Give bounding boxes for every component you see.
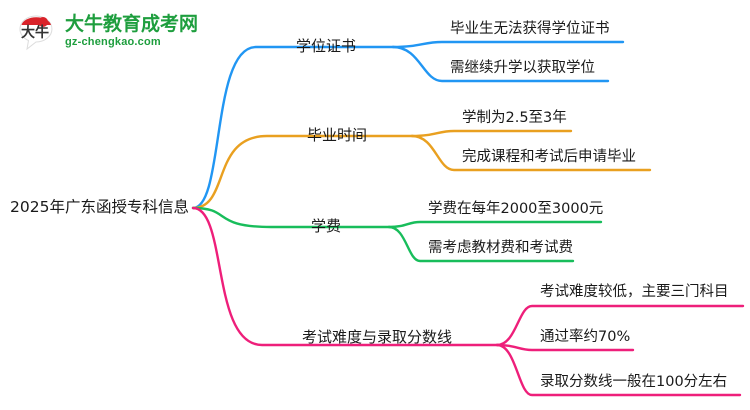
mindmap-connector	[410, 129, 573, 138]
mindmap-branch-label-3: 学费	[311, 217, 342, 235]
mindmap-leaf-label-1-2: 需继续升学以获取学位	[450, 60, 595, 76]
mindmap-root-label: 2025年广东函授专科信息	[10, 198, 189, 216]
mindmap-leaf-label-2-2: 完成课程和考试后申请毕业	[462, 149, 636, 165]
mindmap-connector	[391, 45, 610, 83]
daniu-speech-bubble-logo-icon: 大牛	[14, 9, 58, 53]
mindmap-connector	[495, 343, 635, 352]
mindmap-leaf-label-4-2: 通过率约70%	[540, 329, 631, 345]
mindmap-connector	[191, 45, 395, 210]
mindmap-branch-label-4: 考试难度与录取分数线	[302, 328, 453, 346]
site-logo: 大牛 大牛教育成考网 gz-chengkao.com	[14, 6, 214, 56]
mindmap-branch-label-1: 学位证书	[296, 37, 357, 55]
svg-text:大牛: 大牛	[21, 24, 49, 41]
mindmap-connector	[191, 206, 391, 229]
mindmap-leaf-label-4-1: 考试难度较低，主要三门科目	[540, 284, 729, 300]
mindmap-branch-label-2: 毕业时间	[307, 126, 368, 144]
mindmap-leaf-label-2-1: 学制为2.5至3年	[462, 110, 567, 126]
mindmap-connector	[191, 206, 499, 347]
logo-title: 大牛教育成考网	[65, 12, 199, 35]
mindmap-connector	[387, 225, 575, 263]
mindmap-leaf-label-1-1: 毕业生无法获得学位证书	[450, 21, 610, 37]
mindmap-leaf-label-3-1: 学费在每年2000至3000元	[428, 201, 604, 217]
mindmap-leaf-label-4-3: 录取分数线一般在100分左右	[540, 374, 728, 390]
logo-text: 大牛教育成考网 gz-chengkao.com	[65, 12, 199, 48]
mindmap-connector	[495, 304, 745, 347]
mindmap-connector	[391, 40, 625, 49]
mindmap-connector	[191, 134, 414, 210]
mindmap-connector	[410, 134, 652, 172]
logo-domain: gz-chengkao.com	[65, 35, 161, 48]
mindmap-leaf-label-3-2: 需考虑教材费和考试费	[428, 240, 573, 256]
mindmap-connector	[387, 220, 603, 229]
mindmap-connector	[495, 343, 742, 397]
